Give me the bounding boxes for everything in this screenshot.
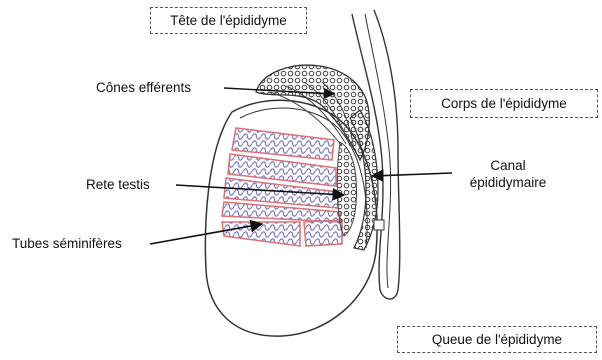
label-corps-epididyme: Corps de l'épididyme [410,89,598,118]
label-rete-testis: Rete testis [86,177,150,194]
label-queue-epididyme: Queue de l'épididyme [397,326,597,353]
label-canal-epididymaire: Canal épididymaire [463,158,553,192]
label-tubes-seminiferes: Tubes séminifères [12,236,122,253]
arrow-canal [372,173,452,176]
label-tete-epididyme: Tête de l'épididyme [150,7,307,34]
label-canal-line2: épididymaire [463,175,553,192]
epididymis-tail [374,220,384,230]
label-cones-efferents: Cônes efférents [96,80,191,97]
label-canal-line1: Canal [463,158,553,175]
